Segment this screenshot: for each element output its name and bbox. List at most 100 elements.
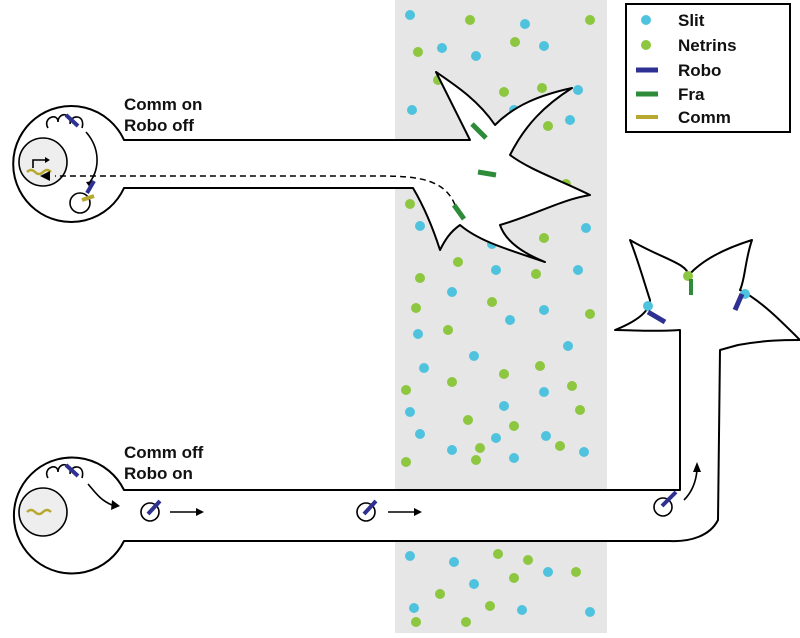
slit-dot-16 [565,115,575,125]
legend-comm-label: Comm [678,108,731,127]
top-return-path [55,175,456,206]
slit-dot-69 [469,579,479,589]
slit-dot-2 [520,19,530,29]
netrin-dot-4 [413,47,423,57]
netrin-dot-36 [443,325,453,335]
netrin-dot-11 [537,83,547,93]
slit-dot-13 [407,105,417,115]
bottom-curved-arrow [87,483,113,506]
slit-dot-28 [491,265,501,275]
growth-cone-slit-1 [643,301,653,311]
axon-vesicle-3-robo [660,490,678,508]
slit-dot-22 [415,221,425,231]
top-neuron: Comm on Robo off [12,71,591,263]
top-nucleus [18,137,68,187]
slit-dot-46 [539,387,549,397]
bottom-golgi-robo [64,463,80,478]
slit-dot-30 [573,265,583,275]
axon-arrowhead-3 [693,462,701,472]
netrin-dot-43 [535,361,545,371]
axon-vesicle-2-robo [362,499,378,516]
slit-dot-24 [581,223,591,233]
axon-arrow-3 [683,469,698,501]
netrin-dot-70 [509,573,519,583]
growth-cone-robo-2 [732,292,745,312]
slit-dot-8 [539,41,549,51]
growth-cone-robo-1 [646,309,667,325]
netrin-dot-21 [405,199,415,209]
slit-dot-63 [405,551,415,561]
bottom-comm-mrna [26,508,52,516]
netrin-dot-77 [461,617,471,627]
netrin-dot-68 [571,567,581,577]
slit-dot-67 [543,567,553,577]
netrin-dot-26 [453,257,463,267]
netrin-dot-45 [401,385,411,395]
slit-dot-75 [585,607,595,617]
legend-netrins-swatch [641,40,651,50]
netrin-dot-3 [585,15,595,25]
netrin-dot-44 [447,377,457,387]
growth-cone-netrin [683,271,693,281]
slit-dot-41 [469,351,479,361]
slit-dot-5 [437,43,447,53]
bottom-neuron: Comm off Robo on [12,239,800,575]
slit-dot-48 [405,407,415,417]
netrin-dot-76 [411,617,421,627]
top-promoter-arrowhead [45,157,50,163]
fra-receptor-3 [451,203,467,221]
netrin-dot-47 [567,381,577,391]
netrin-dot-51 [463,415,473,425]
top-vesicle [69,192,91,214]
netrin-dot-33 [411,303,421,313]
netrin-dot-66 [523,555,533,565]
slit-dot-49 [499,401,509,411]
slit-dot-74 [517,605,527,615]
netrin-dot-71 [435,589,445,599]
netrin-dot-1 [465,15,475,25]
top-vesicle-comm [81,194,95,202]
netrin-dot-7 [510,37,520,47]
netrin-dot-65 [493,549,503,559]
netrin-dot-29 [531,269,541,279]
slit-dot-38 [505,315,515,325]
netrin-dot-61 [471,455,481,465]
slit-dot-64 [449,557,459,567]
slit-dot-40 [419,363,429,373]
slit-dot-62 [509,453,519,463]
netrin-dot-73 [485,601,495,611]
legend-slit-label: Slit [678,11,705,30]
top-golgi-robo [64,113,80,128]
legend: Slit Netrins Robo Fra Comm [625,3,791,133]
top-curved-arrow [85,131,98,183]
top-state-label-1: Comm on [124,95,202,114]
legend-netrins-label: Netrins [678,36,737,55]
bottom-state-label-1: Comm off [124,443,204,462]
netrin-dot-42 [499,369,509,379]
netrin-dot-35 [585,309,595,319]
slit-dot-54 [415,429,425,439]
netrin-dot-27 [415,273,425,283]
top-neuron-body [12,71,591,263]
netrin-dot-32 [487,297,497,307]
slit-dot-56 [447,445,457,455]
netrin-dot-52 [509,421,519,431]
bottom-golgi [45,463,84,479]
top-promoter-arrow [32,159,45,168]
slit-dot-37 [413,329,423,339]
netrin-dot-10 [499,87,509,97]
slit-dot-53 [491,433,501,443]
axon-vesicle-1-robo [146,499,162,516]
legend-slit-swatch [641,15,651,25]
top-vesicle-robo [85,179,96,195]
top-golgi [45,113,84,129]
top-return-arrowhead [40,171,50,181]
fra-receptor-1 [470,122,488,140]
axon-arrowhead-2 [414,508,422,516]
slit-dot-55 [541,431,551,441]
slit-dot-0 [405,10,415,20]
slit-dot-72 [409,603,419,613]
slit-dot-59 [579,447,589,457]
